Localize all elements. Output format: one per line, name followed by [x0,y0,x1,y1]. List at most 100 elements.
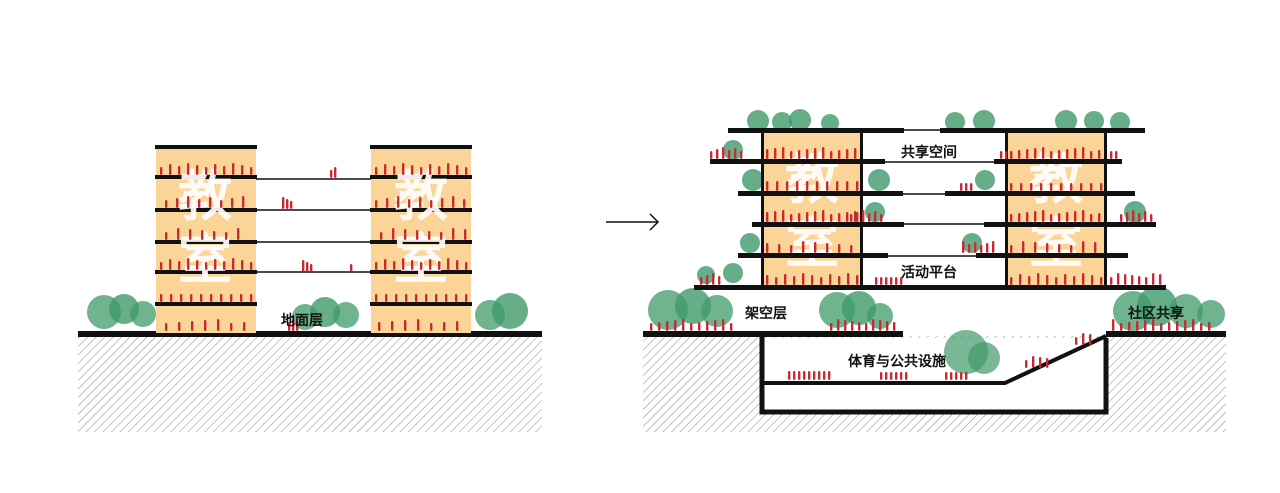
person-figure [395,294,398,302]
person-figure [384,164,387,175]
person-figure [955,372,958,380]
person-figure [225,232,228,240]
person-figure [798,213,801,222]
person-figure [872,319,875,331]
person-figure [798,371,801,380]
left-classroom-block-2: 教 室 [370,145,472,333]
person-figure [1046,243,1049,253]
block-char-1: 教 [394,165,448,228]
person-figure [1100,183,1103,191]
person-figure [1152,319,1155,331]
person-figure [214,259,217,270]
person-figure [1019,274,1022,285]
tree-icon [1055,110,1077,132]
person-figure [1050,214,1053,222]
tree-icon [742,169,764,191]
tree-icon [1110,112,1130,132]
person-figure [1117,273,1120,285]
person-figure [890,372,893,380]
person-figure [766,275,769,285]
tree-icon [333,302,359,328]
person-figure [408,199,411,208]
person-figure [813,371,816,380]
person-figure [1046,358,1049,368]
person-figure [1026,149,1029,159]
block-char-1: 教 [1029,148,1083,211]
tree-icon [962,233,982,253]
person-figure [846,212,849,222]
person-figure [160,294,163,302]
person-figure [1098,150,1101,159]
person-figure [1152,273,1155,285]
person-figure [822,147,825,159]
person-figure [766,181,769,191]
person-figure [465,294,468,302]
person-figure [829,274,832,285]
person-figure [722,147,725,159]
person-figure [650,323,653,331]
person-figure [1082,273,1085,285]
person-figure [865,323,868,331]
right-ground-line-right [1106,331,1226,337]
person-figure [885,277,888,285]
person-figure [310,264,313,272]
person-figure [856,212,859,222]
person-figure [868,213,871,222]
person-figure [1042,147,1045,159]
person-figure [706,275,709,285]
person-figure [854,148,857,159]
person-figure [350,264,353,272]
person-figure [286,199,289,209]
person-figure [858,322,861,331]
person-figure [850,245,853,253]
person-figure [828,371,831,380]
tree-icon [821,114,839,132]
person-figure [1034,148,1037,159]
tree-icon [701,295,733,327]
person-figure [980,245,983,253]
left-diagram: 教 室 教 室 地面层 [78,145,542,432]
person-figure [766,243,769,253]
person-figure [1010,214,1013,222]
person-figure [1082,210,1085,222]
person-figure [880,277,883,285]
person-figure [1110,151,1113,159]
person-figure [893,322,896,331]
person-figure [214,164,217,175]
person-figure [169,164,172,175]
person-figure [790,151,793,159]
label-stilt-floor: 架空层 [744,305,787,322]
person-figure [782,147,785,159]
person-figure [740,151,743,159]
person-figure [397,196,400,208]
person-figure [790,214,793,222]
person-figure [851,321,854,331]
person-figure [974,242,977,253]
person-figure [330,170,333,178]
person-figure [429,259,432,270]
person-figure [1039,357,1042,368]
underground-void [762,338,1106,412]
person-figure [846,181,849,191]
label-activity-platform: 活动平台 [901,264,957,281]
person-figure [242,196,245,208]
person-figure [1176,321,1179,331]
person-figure [405,294,408,302]
person-figure [1132,210,1135,222]
person-figure [814,148,817,159]
arrow-right-icon [606,213,660,231]
person-figure [232,163,235,175]
person-figure [165,323,168,331]
person-figure [814,211,817,222]
person-figure [302,260,305,272]
person-figure [1089,334,1092,345]
person-figure [790,245,793,253]
person-figure [393,261,396,270]
person-figure [826,243,829,253]
person-figure [241,260,244,270]
person-figure [1168,322,1171,331]
person-figure [440,232,443,240]
tree-icon [973,110,995,132]
person-figure [886,321,889,331]
person-figure [230,294,233,302]
